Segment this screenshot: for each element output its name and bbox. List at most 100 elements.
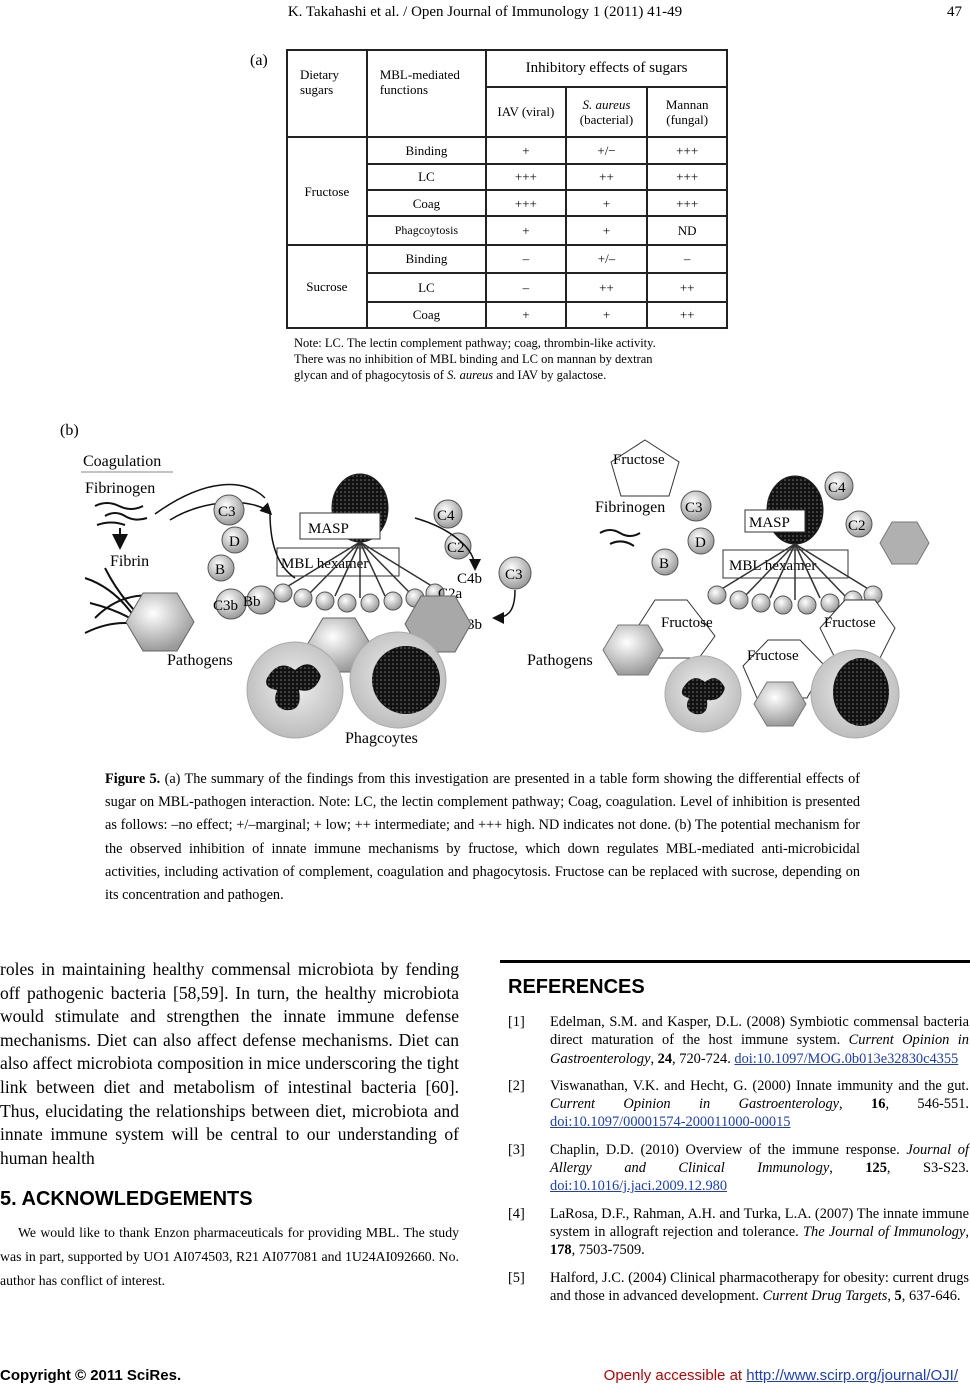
label-b-right: B [659, 556, 669, 572]
pathogen-hexagon [753, 681, 807, 727]
label-c2-left: C2 [447, 540, 465, 556]
figure-caption: Figure 5. (a) The summary of the finding… [105, 771, 860, 904]
running-title: K. Takahashi et al. / Open Journal of Im… [287, 4, 683, 20]
label-phagocytes: Phagcoytes [345, 730, 418, 747]
panel-a-label: (a) [250, 52, 268, 69]
table-cell: + [564, 300, 649, 330]
reference-item: [3]Chaplin, D.D. (2010) Overview of the … [508, 1141, 969, 1195]
table-note: Note: LC. The lectin complement pathway;… [294, 336, 656, 382]
sugar-inhibition-table: Dietary sugars MBL-mediated functions In… [286, 48, 728, 330]
label-c3-right: C3 [685, 500, 703, 516]
c3-circle [213, 494, 245, 526]
doi-link[interactable]: doi:10.1097/00001574-200011000-00015 [550, 1114, 791, 1131]
d-circle [687, 527, 715, 555]
mbl-hexamer-left: MASP MBL hexamer [273, 473, 445, 613]
figure-5b: Coagulation Fibrinogen Fibrin C3 D B C3b [55, 418, 935, 756]
fructose-pentagon [742, 639, 826, 699]
reference-item: [2]Viswanathan, V.K. and Hecht, G. (2000… [508, 1077, 969, 1131]
header-mbl-functions: MBL-mediated functions [365, 48, 488, 139]
header-s-aureus: S. aureus(bacterial) [564, 85, 649, 139]
label-c3-middle: C3 [505, 567, 523, 583]
table-cell: ++ [646, 300, 728, 330]
header-inhibitory-effects: Inhibitory effects of sugars [485, 49, 728, 88]
bb-circle [246, 585, 276, 615]
label-pathogens-left: Pathogens [167, 652, 233, 669]
label-bb: Bb [243, 594, 261, 610]
coag-curve [154, 483, 266, 515]
label-d-left: D [229, 534, 240, 550]
reference-item: [5]Halford, J.C. (2004) Clinical pharmac… [508, 1269, 969, 1304]
references-heading: REFERENCES [508, 976, 645, 998]
table-cell: + [564, 215, 649, 246]
table-cell: + [485, 215, 567, 246]
label-d-right: D [695, 535, 706, 551]
page-header: K. Takahashi et al. / Open Journal of Im… [0, 4, 970, 24]
phagocyte-nucleus [372, 646, 440, 714]
label-c3-left: C3 [218, 504, 236, 520]
label-c4-right: C4 [828, 480, 846, 496]
label-fructose-right: Fructose [824, 615, 876, 631]
table-cell: +/− [564, 136, 649, 165]
c2-circle [845, 510, 873, 538]
table-cell: – [485, 272, 567, 303]
d-circle [221, 526, 249, 554]
phagocyte-nucleus [833, 658, 889, 726]
left-column: roles in maintaining healthy commensal m… [0, 958, 459, 1293]
body-paragraph: roles in maintaining healthy commensal m… [0, 959, 459, 1168]
label-fructose-left: Fructose [661, 615, 713, 631]
acknowledgements-heading: 5. ACKNOWLEDGEMENTS [0, 1188, 253, 1211]
pathogen-hexagon [602, 624, 664, 676]
journal-url-link[interactable]: http://www.scirp.org/journal/OJI/ [746, 1367, 958, 1384]
table-cell: – [485, 243, 567, 275]
label-coagulation: Coagulation [83, 453, 161, 470]
label-fibrin: Fibrin [110, 553, 149, 570]
table-cell: ++ [646, 272, 728, 303]
table-cell: + [485, 300, 567, 330]
b-circle [207, 554, 235, 582]
page-number: 47 [947, 4, 962, 20]
fibrinogen-strands-right [599, 529, 641, 547]
header-mannan: Mannan (fungal) [646, 85, 728, 139]
label-b-left: B [215, 562, 225, 578]
mechanism-diagram: Coagulation Fibrinogen Fibrin C3 D B C3b [81, 439, 930, 747]
table-cell: +/– [564, 243, 649, 275]
doi-link[interactable]: doi:10.1016/j.jaci.2009.12.980 [550, 1178, 728, 1195]
table-cell: +++ [485, 188, 567, 218]
table-cell-function: LC [365, 272, 488, 303]
table-cell: +++ [646, 162, 728, 191]
pathogen-hexagon [125, 592, 195, 652]
table-cell-function: Coag [365, 300, 488, 330]
table-cell: +++ [646, 136, 728, 165]
table-cell: +++ [485, 162, 567, 191]
c4-circle [433, 499, 463, 529]
table-cell: ++ [564, 272, 649, 303]
table-cell-function: Binding [365, 243, 488, 275]
c3-circle [680, 490, 712, 522]
copyright-notice: Copyright © 2011 SciRes. [0, 1367, 182, 1384]
label-c2-right: C2 [848, 518, 866, 534]
panel-b-label: (b) [60, 422, 79, 439]
fibrinogen-strands [94, 502, 148, 526]
b-circle [651, 548, 679, 576]
table-cell: + [564, 188, 649, 218]
label-fructose-bottom: Fructose [747, 648, 799, 664]
label-fructose-top: Fructose [613, 452, 665, 468]
label-masp-right: MASP [749, 515, 790, 531]
c3b-circle [215, 588, 247, 620]
header-dietary-sugars: Dietary sugars [286, 48, 368, 139]
figure-5a: (a) Dietary sugars MBL-mediated function… [250, 42, 740, 390]
header-iav: IAV (viral) [485, 85, 567, 139]
row-group-sucrose: Sucrose [286, 243, 368, 330]
mbl-hexamer-right: MASP MBL hexamer [707, 475, 883, 615]
table-cell-function: Coag [365, 188, 488, 218]
c4-circle [824, 471, 854, 501]
table-cell-function: LC [365, 162, 488, 191]
table-cell: +++ [646, 188, 728, 218]
table-cell-function: Binding [365, 136, 488, 165]
references-column: REFERENCES [1]Edelman, S.M. and Kasper, … [500, 960, 970, 1314]
label-fibrinogen-right: Fibrinogen [595, 499, 665, 516]
acknowledgements-text: We would like to thank Enzon pharmaceuti… [0, 1225, 459, 1289]
page-footer: Copyright © 2011 SciRes. Openly accessib… [0, 1367, 970, 1387]
fructose-pentagon [610, 439, 680, 497]
doi-link[interactable]: doi:10.1097/MOG.0b013e32830c4355 [734, 1050, 959, 1067]
